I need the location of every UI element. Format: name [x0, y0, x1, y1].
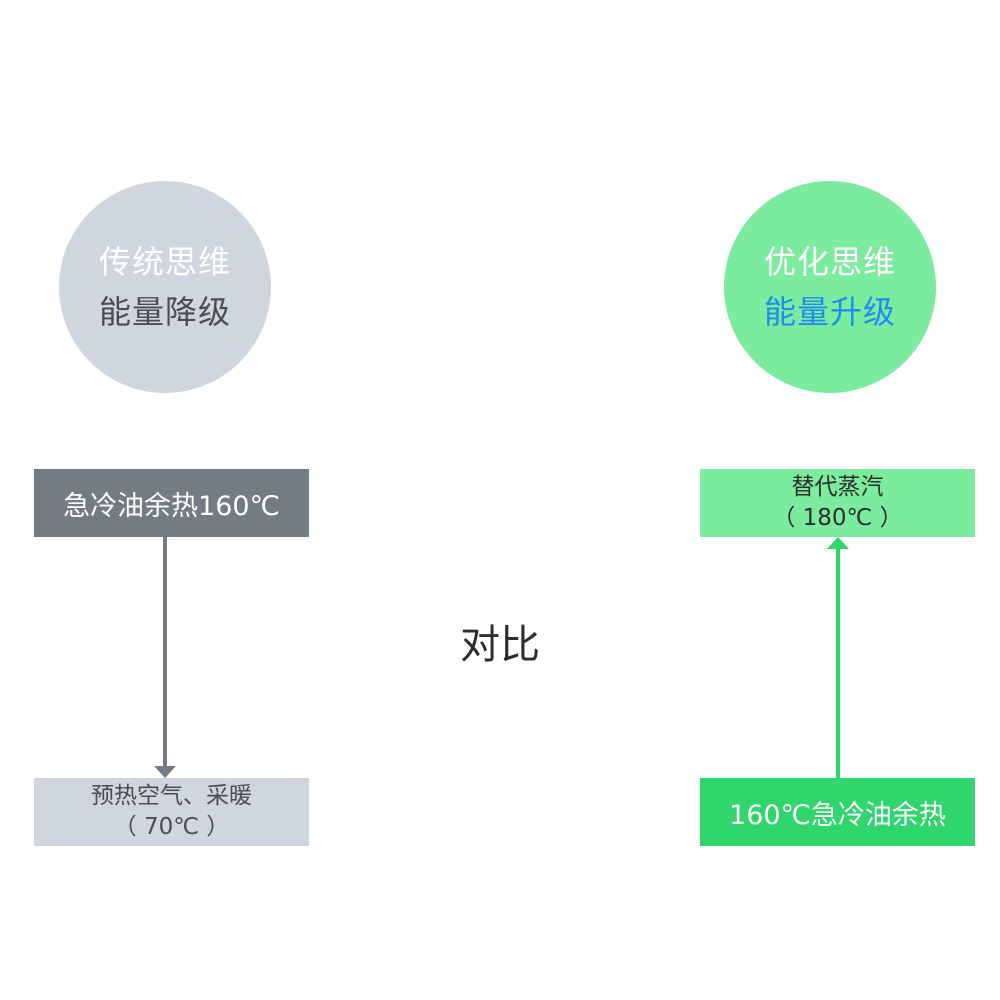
- left-target-box: 预热空气、采暖 （ 70℃ ）: [34, 778, 309, 846]
- energy-downgrade-label: 能量降级: [98, 293, 231, 331]
- right-target-label-line2: （ 180℃ ）: [772, 505, 903, 531]
- right-target-label-line1: 替代蒸汽: [791, 474, 884, 500]
- right-source-label: 160℃急冷油余热: [729, 799, 946, 831]
- left-source-box: 急冷油余热160℃: [34, 469, 309, 537]
- compare-label: 对比: [460, 622, 540, 668]
- traditional-thinking-circle: 传统思维 能量降级: [59, 181, 271, 393]
- energy-upgrade-label: 能量升级: [763, 293, 896, 331]
- right-source-box: 160℃急冷油余热: [700, 778, 975, 846]
- traditional-thinking-label: 传统思维: [98, 243, 231, 281]
- left-target-label-line1: 预热空气、采暖: [91, 783, 252, 809]
- up-arrow-icon: [827, 537, 849, 778]
- down-arrow-icon: [154, 537, 176, 778]
- left-target-label-line2: （ 70℃ ）: [113, 814, 230, 840]
- left-source-label: 急冷油余热160℃: [63, 490, 280, 522]
- optimized-thinking-circle: 优化思维 能量升级: [724, 181, 936, 393]
- optimized-thinking-label: 优化思维: [763, 243, 896, 281]
- right-target-box: 替代蒸汽 （ 180℃ ）: [700, 469, 975, 537]
